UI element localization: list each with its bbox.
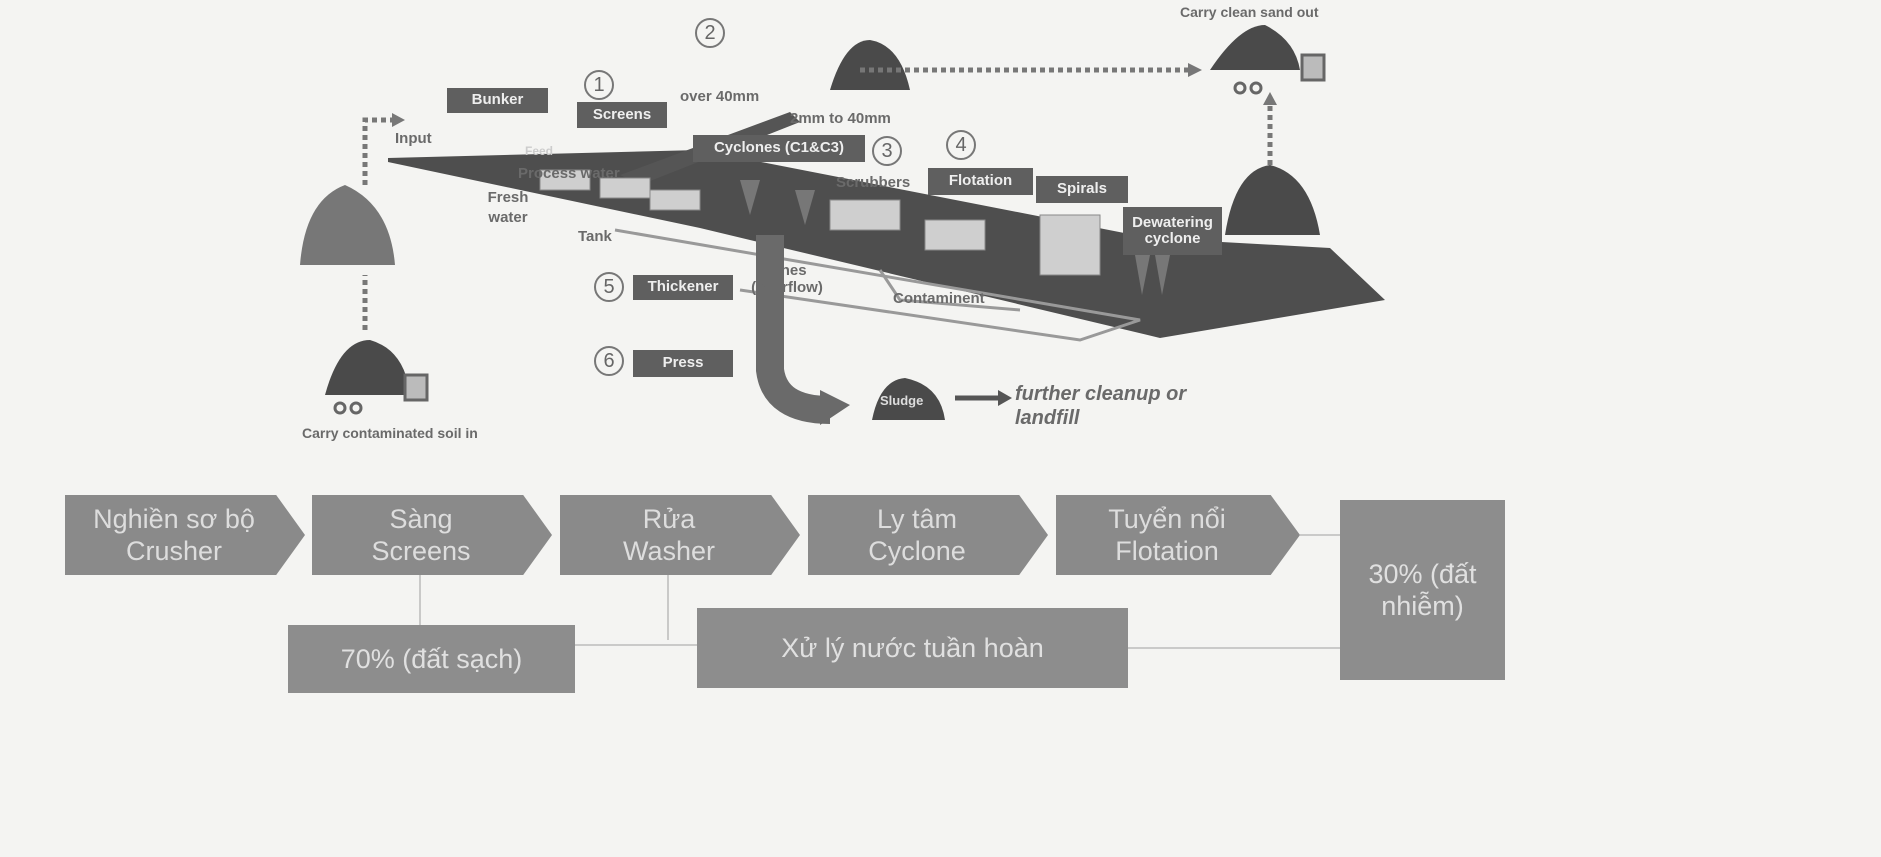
fines-pipe (756, 235, 831, 424)
fresh-water-text: Fresh water (487, 189, 529, 226)
contaminated-soil-box: 30% (đất nhiễm) (1340, 500, 1505, 680)
feed-text: Feed (525, 144, 554, 158)
fines-text: Fines (overflow) (751, 262, 823, 296)
clean-soil-box: 70% (đất sạch) (288, 625, 575, 693)
dotted-arrows (362, 67, 1273, 330)
flotation-label: Flotation (928, 168, 1033, 195)
step-vi-label: Sàng (389, 503, 453, 534)
cyclone-icons (740, 180, 1170, 295)
step-number-4: 4 (946, 130, 976, 160)
step-en-label: Washer (622, 536, 716, 566)
return-pipes (614, 228, 1141, 342)
step-number-1: 1 (584, 70, 614, 100)
flow-connectors (419, 534, 1340, 649)
step-vi-label: Ly tâm (876, 503, 958, 534)
sludge-arrow (820, 390, 850, 425)
step-en-label: Cyclone (868, 536, 966, 566)
scrubbers-text: Scrubbers (836, 174, 911, 191)
step-number-2: 2 (695, 18, 725, 48)
dewatering-label: Dewatering cyclone (1123, 207, 1222, 255)
input-text: Input (395, 130, 432, 147)
soil-piles (300, 25, 1320, 420)
range-text: 2mm to 40mm (790, 110, 891, 127)
thickener-label: Thickener (633, 275, 733, 300)
contaminent-text: Contaminent (893, 290, 985, 307)
step-vi-label: Tuyển nổi (1108, 503, 1226, 534)
step-vi-label: Rửa (642, 503, 696, 534)
carry-clean-text: Carry clean sand out (1180, 4, 1319, 20)
sludge-label: Sludge (880, 393, 924, 408)
step-en-label: Screens (371, 536, 471, 566)
over-40-text: over 40mm (680, 88, 760, 105)
carry-contaminated-text: Carry contaminated soil in (302, 425, 478, 441)
tank-text: Tank (578, 228, 612, 245)
spirals-label: Spirals (1036, 176, 1128, 203)
bunker-label: Bunker (447, 88, 548, 113)
cyclones-label: Cyclones (C1&C3) (693, 135, 865, 162)
step-number-3: 3 (872, 136, 902, 166)
step-vi-label: Nghiền sơ bộ (93, 503, 255, 534)
trucks (333, 53, 1326, 415)
step-en-label: Flotation (1115, 536, 1219, 566)
step-number-6: 6 (594, 346, 624, 376)
step-en-label: Crusher (125, 536, 223, 566)
process-water-text: Process water (518, 165, 620, 182)
water-treatment-box: Xử lý nước tuần hoàn (697, 608, 1128, 688)
press-label: Press (633, 350, 733, 377)
step-number-5: 5 (594, 272, 624, 302)
screens-label: Screens (577, 102, 667, 128)
equipment-blocks (539, 169, 1101, 276)
further-cleanup-text: further cleanup or landfill (1015, 383, 1187, 429)
